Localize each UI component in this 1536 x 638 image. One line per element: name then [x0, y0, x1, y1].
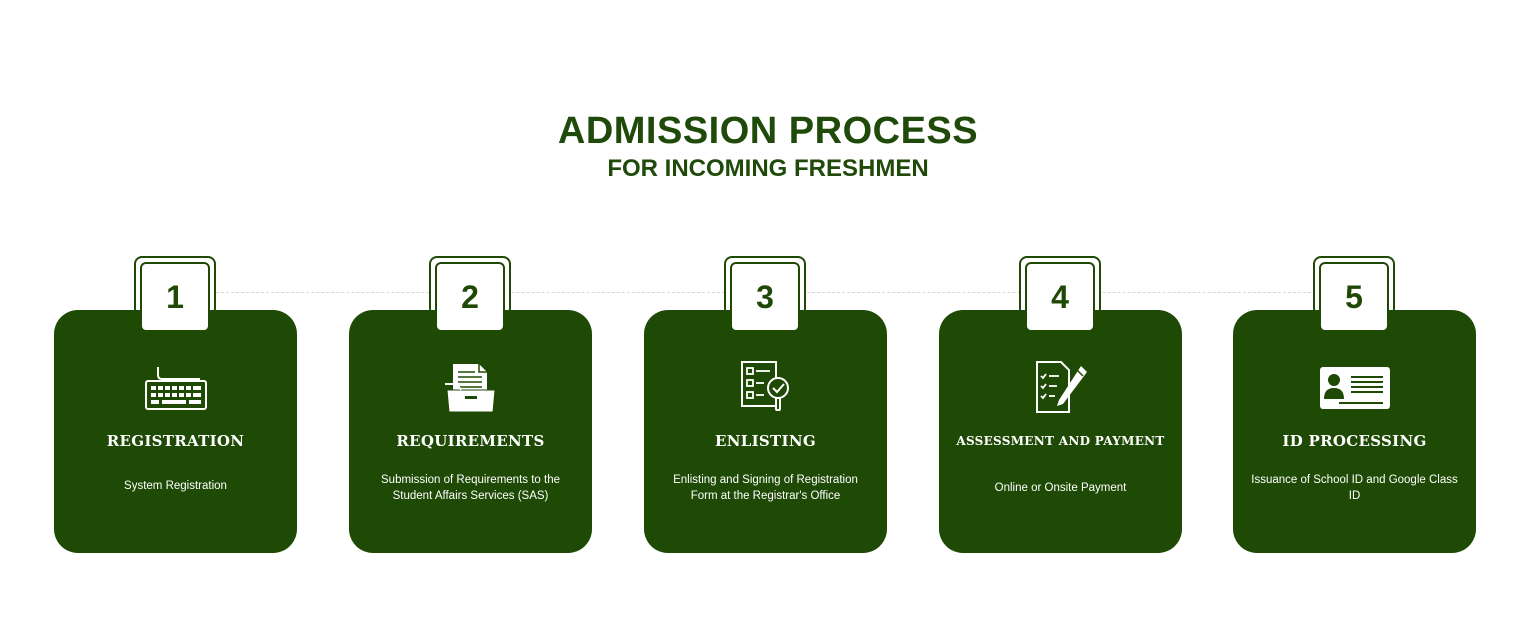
step-card-registration: REGISTRATION System Registration — [54, 310, 297, 553]
step-title: ENLISTING — [715, 432, 816, 450]
step-card-requirements: REQUIREMENTS Submission of Requirements … — [349, 310, 592, 553]
step-description: Submission of Requirements to the Studen… — [381, 474, 560, 502]
step-number-badge: 5 — [1319, 262, 1389, 332]
step-number-badge: 3 — [730, 262, 800, 332]
keyboard-icon — [54, 360, 297, 416]
step-number-badge: 1 — [140, 262, 210, 332]
document-pen-icon — [939, 360, 1182, 416]
step-description: System Registration — [124, 480, 227, 492]
step-title: REGISTRATION — [106, 432, 245, 450]
step-card-assessment-payment: ASSESSMENT AND PAYMENT Online or Onsite … — [939, 310, 1182, 553]
step-title: ID PROCESSING — [1282, 432, 1427, 450]
step-description: Enlisting and Signing of Registration Fo… — [673, 474, 858, 502]
page-title: ADMISSION PROCESS — [557, 110, 979, 152]
step-number-badge: 4 — [1025, 262, 1095, 332]
step-title: REQUIREMENTS — [396, 432, 545, 450]
page-subtitle: FOR INCOMING FRESHMEN — [607, 155, 929, 182]
id-card-icon — [1233, 360, 1476, 416]
step-card-id-processing: ID PROCESSING Issuance of School ID and … — [1233, 310, 1476, 553]
step-description: Online or Onsite Payment — [994, 482, 1127, 494]
step-description: Issuance of School ID and Google Class I… — [1251, 474, 1458, 502]
checklist-magnifier-icon — [644, 360, 887, 416]
step-number-badge: 2 — [435, 262, 505, 332]
step-title: ASSESSMENT AND PAYMENT — [956, 434, 1165, 448]
step-card-enlisting: ENLISTING Enlisting and Signing of Regis… — [644, 310, 887, 553]
document-folder-icon — [349, 360, 592, 416]
